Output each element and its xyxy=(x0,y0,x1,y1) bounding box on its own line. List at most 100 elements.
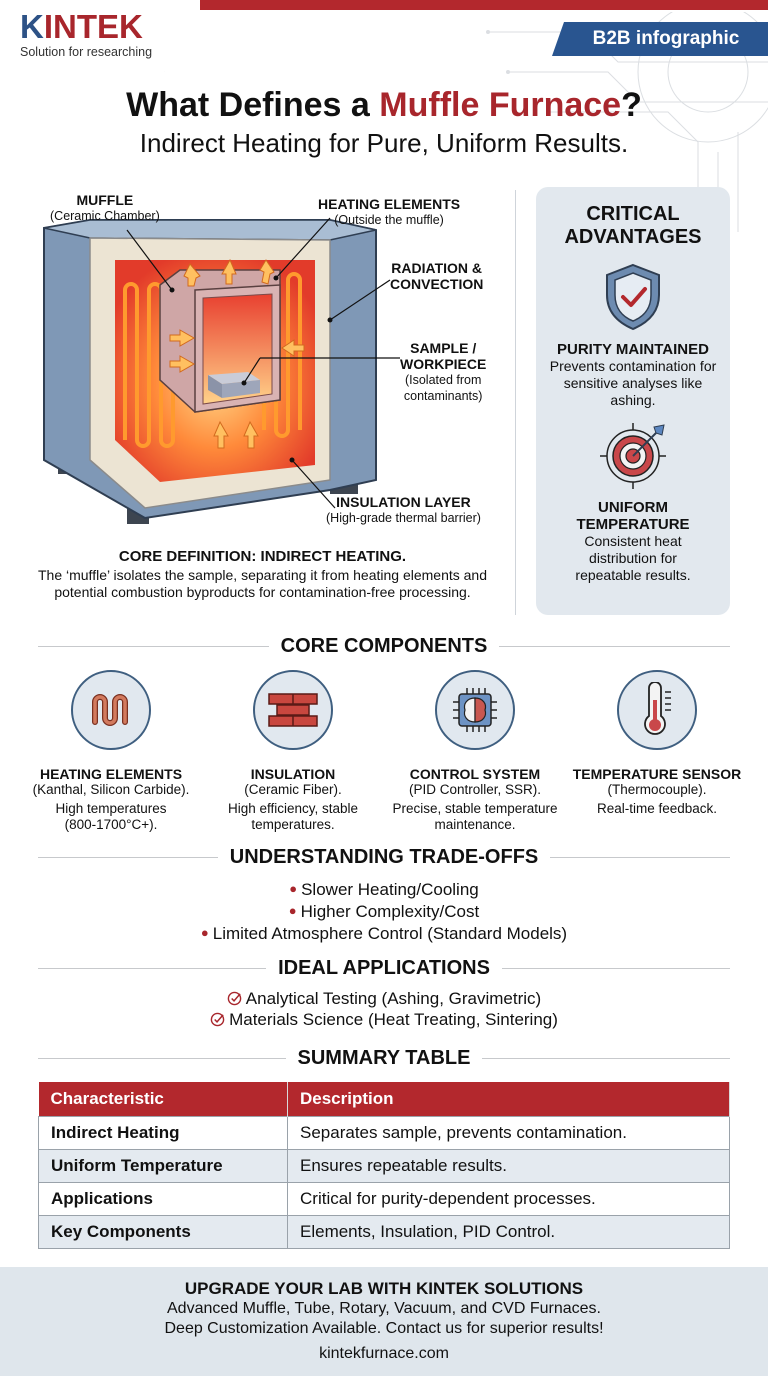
divider-line xyxy=(501,967,730,970)
bullet-icon: ● xyxy=(289,881,298,896)
core-definition-title: CORE DEFINITION: INDIRECT HEATING. xyxy=(118,548,407,565)
label-sample-line2: WORKPIECE xyxy=(400,356,487,372)
tradeoff-text: Limited Atmosphere Control (Standard Mod… xyxy=(212,924,568,943)
title-prefix: What Defines a xyxy=(126,86,380,124)
table-row: Applications Critical for purity-depende… xyxy=(38,1181,730,1216)
advantages-title-line1: CRITICAL xyxy=(586,203,680,225)
component-body: Real-time feedback. xyxy=(596,801,718,816)
component-control-system: CONTROL SYSTEM (PID Controller, SSR). Pr… xyxy=(384,670,566,833)
title-suffix: ? xyxy=(621,86,642,124)
uniform-body: Consistent heat distribution for repeata… xyxy=(575,533,691,583)
core-components-heading: CORE COMPONENTS xyxy=(280,635,488,657)
divider-line xyxy=(38,1057,286,1060)
application-text: Analytical Testing (Ashing, Gravimetric) xyxy=(245,989,542,1008)
logo-rest: INTEK xyxy=(43,8,143,45)
divider-line xyxy=(482,1057,730,1060)
column-header-characteristic: Characteristic xyxy=(38,1082,288,1116)
purity-title: PURITY MAINTAINED xyxy=(557,341,709,358)
application-text: Materials Science (Heat Treating, Sinter… xyxy=(229,1010,558,1029)
check-circle-icon xyxy=(227,991,242,1006)
kintek-logo[interactable]: KINTEK Solution for researching xyxy=(20,10,152,60)
logo-k: K xyxy=(20,8,44,45)
table-cell-characteristic: Uniform Temperature xyxy=(38,1148,288,1183)
uniform-title-line2: TEMPERATURE xyxy=(576,516,690,533)
components-grid: HEATING ELEMENTS (Kanthal, Silicon Carbi… xyxy=(20,670,748,833)
label-heating-title: HEATING ELEMENTS xyxy=(318,196,461,212)
logo-card xyxy=(0,0,200,72)
component-heating-elements: HEATING ELEMENTS (Kanthal, Silicon Carbi… xyxy=(20,670,202,833)
section-tradeoffs: UNDERSTANDING TRADE-OFFS xyxy=(38,846,731,869)
target-icon xyxy=(600,423,666,489)
label-insulation: INSULATION LAYER (High-grade thermal bar… xyxy=(326,494,481,526)
label-insulation-title: INSULATION LAYER xyxy=(336,494,471,510)
tradeoffs-heading: UNDERSTANDING TRADE-OFFS xyxy=(229,846,539,868)
heating-coil-icon xyxy=(92,694,128,726)
label-sample: SAMPLE / WORKPIECE (Isolated from contam… xyxy=(400,340,486,404)
table-cell-description: Critical for purity-dependent processes. xyxy=(287,1181,730,1216)
footer-title: UPGRADE YOUR LAB WITH KINTEK SOLUTIONS xyxy=(184,1279,584,1298)
divider-line xyxy=(550,856,731,859)
table-cell-description: Elements, Insulation, PID Control. xyxy=(287,1214,730,1249)
component-body: High temperatures (800-1700°C+). xyxy=(55,801,167,832)
table-row: Key Components Elements, Insulation, PID… xyxy=(38,1214,730,1249)
tradeoffs-list: ●Slower Heating/Cooling ●Higher Complexi… xyxy=(0,878,768,944)
label-heating-sub: (Outside the muffle) xyxy=(334,213,444,227)
logo-wordmark: KINTEK xyxy=(20,10,152,44)
component-sub: (Kanthal, Silicon Carbide). xyxy=(32,782,190,797)
footer-contact-line: Deep Customization Available. Contact us… xyxy=(164,1320,604,1337)
label-muffle-title: MUFFLE xyxy=(76,192,134,208)
applications-list: Analytical Testing (Ashing, Gravimetric)… xyxy=(0,988,768,1030)
summary-table: Characteristic Description Indirect Heat… xyxy=(38,1082,730,1249)
label-sample-sub1: (Isolated from xyxy=(404,373,482,387)
label-muffle-sub: (Ceramic Chamber) xyxy=(50,209,160,223)
component-sub: (Thermocouple). xyxy=(607,782,707,797)
chip-brain-icon xyxy=(453,688,497,732)
label-muffle: MUFFLE (Ceramic Chamber) xyxy=(50,192,160,224)
footer-cta: UPGRADE YOUR LAB WITH KINTEK SOLUTIONS A… xyxy=(0,1267,768,1376)
applications-heading: IDEAL APPLICATIONS xyxy=(278,957,490,979)
uniform-title-line1: UNIFORM xyxy=(598,499,668,516)
component-title: TEMPERATURE SENSOR xyxy=(572,766,742,782)
label-radiation-line1: RADIATION & xyxy=(391,260,483,276)
component-sub: (PID Controller, SSR). xyxy=(408,782,542,797)
component-icon-circle xyxy=(617,670,697,750)
tradeoff-item: ●Limited Atmosphere Control (Standard Mo… xyxy=(0,922,768,944)
component-title: HEATING ELEMENTS xyxy=(39,766,183,782)
table-cell-description: Ensures repeatable results. xyxy=(287,1148,730,1183)
top-accent-bar xyxy=(200,0,768,10)
tradeoff-text: Higher Complexity/Cost xyxy=(300,902,480,921)
component-icon-circle xyxy=(71,670,151,750)
table-cell-characteristic: Applications xyxy=(38,1181,288,1216)
table-row: Uniform Temperature Ensures repeatable r… xyxy=(38,1148,730,1183)
check-circle-icon xyxy=(210,1012,225,1027)
b2b-badge: B2B infographic xyxy=(552,22,768,56)
shield-check-icon xyxy=(606,263,660,331)
application-item: Analytical Testing (Ashing, Gravimetric) xyxy=(0,988,768,1009)
label-sample-sub2: contaminants) xyxy=(403,389,483,403)
component-body: High efficiency, stable temperatures. xyxy=(227,801,359,832)
core-definition-body: The ‘muffle’ isolates the sample, separa… xyxy=(37,567,488,600)
label-radiation: RADIATION & CONVECTION xyxy=(390,260,483,292)
core-definition: CORE DEFINITION: INDIRECT HEATING. The ‘… xyxy=(30,548,495,601)
furnace-cutaway-illustration xyxy=(43,217,400,524)
column-header-description: Description xyxy=(287,1082,730,1116)
page-title: What Defines a Muffle Furnace? xyxy=(0,86,768,125)
label-radiation-line2: CONVECTION xyxy=(390,276,484,292)
tradeoff-item: ●Higher Complexity/Cost xyxy=(0,900,768,922)
component-icon-circle xyxy=(253,670,333,750)
page-subtitle: Indirect Heating for Pure, Uniform Resul… xyxy=(139,128,629,158)
divider-line xyxy=(38,967,267,970)
purity-body: Prevents contamination for sensitive ana… xyxy=(549,358,717,408)
component-title: CONTROL SYSTEM xyxy=(409,766,541,782)
footer-website-link[interactable]: kintekfurnace.com xyxy=(319,1345,449,1362)
furnace-diagram: MUFFLE (Ceramic Chamber) HEATING ELEMENT… xyxy=(30,190,510,535)
divider-line xyxy=(499,645,730,648)
table-cell-description: Separates sample, prevents contamination… xyxy=(287,1115,730,1150)
section-summary-table: SUMMARY TABLE xyxy=(38,1047,730,1070)
tradeoff-text: Slower Heating/Cooling xyxy=(301,880,479,899)
label-insulation-sub: (High-grade thermal barrier) xyxy=(326,511,481,525)
table-header-row: Characteristic Description xyxy=(38,1082,730,1116)
